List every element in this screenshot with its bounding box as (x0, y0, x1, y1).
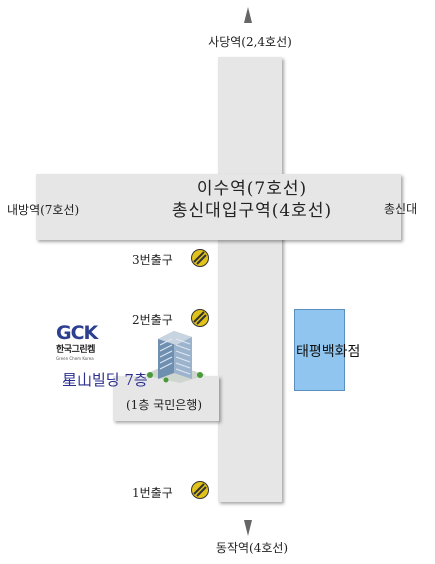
south-station-label: 동작역(4호선) (215, 541, 289, 555)
south-arrow-icon (244, 520, 252, 536)
bank-label: (1층 국민은행) (126, 398, 203, 412)
building-icon (144, 331, 206, 383)
exit2-label: 2번출구 (132, 313, 173, 327)
station-title-line2: 총신대입구역(4호선) (171, 201, 333, 221)
exit1-label: 1번출구 (132, 486, 173, 500)
subway-exit-icon (191, 249, 209, 267)
logo-mark: GCK (56, 322, 98, 344)
west-station-label: 내방역(7호선) (7, 203, 80, 217)
company-logo: GCK 한국그린켐 Green Chem Korea (56, 322, 122, 361)
north-arrow-icon (244, 7, 252, 23)
building-name: 星山빌딩 7층 (62, 371, 148, 389)
subway-exit-icon (191, 481, 209, 499)
north-station-label: 사당역(2,4호선) (208, 35, 292, 49)
department-store-label: 태평백화점 (296, 344, 361, 360)
logo-korean: 한국그린켐 (56, 345, 95, 355)
exit3-label: 3번출구 (132, 253, 173, 267)
east-station-label: 총신대 (384, 202, 418, 216)
building-side-road (113, 376, 219, 421)
station-title: 이수역(7호선) 총신대입구역(4호선) (172, 178, 332, 222)
subway-exit-icon (191, 309, 209, 327)
horizontal-road (36, 174, 401, 240)
logo-english: Green Chem Korea (56, 356, 94, 361)
station-title-line1: 이수역(7호선) (196, 179, 308, 199)
vertical-road (218, 57, 282, 502)
department-store-block (294, 309, 345, 391)
